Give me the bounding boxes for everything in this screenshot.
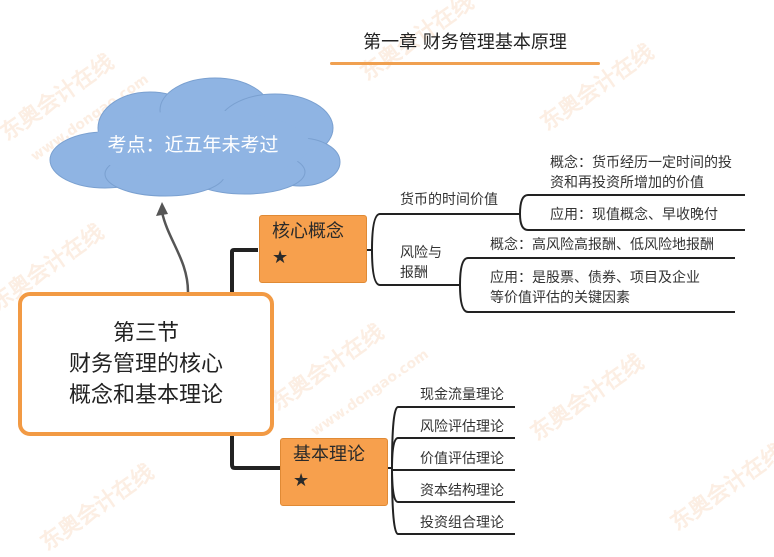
time-value-label: 货币的时间价值: [400, 192, 498, 208]
title-underline: [330, 62, 600, 65]
risk-application-line-1: 应用：是股票、债券、项目及企业: [490, 270, 700, 286]
exam-note: 考点：近五年未考过: [107, 134, 279, 156]
core-concepts-label: 核心概念: [272, 221, 344, 242]
core-concepts-node: 核心概念 ★: [259, 215, 367, 283]
central-line-2: 财务管理的核心: [68, 351, 223, 377]
basic-theory-label: 基本理论: [293, 444, 365, 465]
risk-concept: 概念：高风险高报酬、低风险地报酬: [490, 237, 714, 253]
time-value-application: 应用：现值概念、早收晚付: [550, 207, 718, 223]
star-icon: ★: [272, 247, 289, 268]
cloud-shape: [49, 77, 341, 197]
time-value-concept-line-1: 概念：货币经历一定时间的投: [550, 155, 732, 171]
risk-label-line-1: 风险与: [400, 245, 442, 261]
theory-item: 价值评估理论: [420, 451, 504, 467]
basic-theory-node: 基本理论 ★: [280, 438, 388, 506]
arrow-to-cloud: [160, 211, 190, 293]
time-value-concept-line-2: 资和再投资所增加的价值: [550, 175, 704, 191]
arrow-head: [156, 202, 168, 216]
star-icon: ★: [293, 470, 310, 491]
risk-application-line-2: 等价值评估的关键因素: [490, 290, 630, 306]
theory-item: 风险评估理论: [420, 419, 504, 435]
central-topic: 第三节 财务管理的核心 概念和基本理论: [18, 292, 274, 436]
theory-item: 资本结构理论: [420, 483, 504, 499]
central-line-1: 第三节: [112, 320, 179, 346]
risk-label-line-2: 报酬: [400, 265, 428, 281]
central-line-3: 概念和基本理论: [68, 382, 223, 408]
theory-item: 投资组合理论: [420, 515, 504, 531]
theory-item: 现金流量理论: [420, 387, 504, 403]
chapter-title: 第一章 财务管理基本原理: [363, 32, 567, 53]
